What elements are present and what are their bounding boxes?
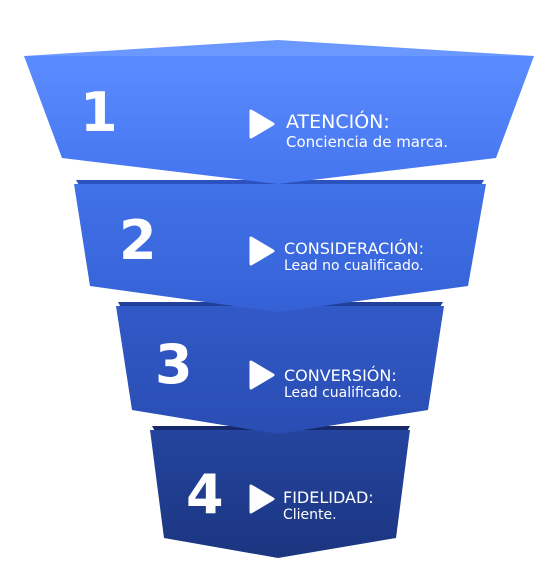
stage-4-title: FIDELIDAD: — [283, 488, 374, 507]
play-icon — [249, 360, 275, 390]
stage-2-label: CONSIDERACIÓN: Lead no cualificado. — [284, 239, 425, 275]
stage-2-subtitle: Lead no cualificado. — [284, 258, 424, 275]
funnel-stage-3 — [116, 306, 444, 434]
stage-4-label: FIDELIDAD: Cliente. — [283, 488, 374, 524]
stage-3-subtitle: Lead cualificado. — [284, 385, 402, 402]
funnel-stage-2 — [74, 184, 486, 312]
funnel-stage-1 — [24, 56, 534, 184]
play-icon — [249, 109, 275, 139]
stage-4-subtitle: Cliente. — [283, 507, 337, 524]
stage-4-number: 4 — [186, 463, 224, 526]
stage-3-title: CONVERSIÓN: — [284, 366, 397, 385]
play-icon — [249, 236, 275, 266]
funnel-stage-4 — [150, 430, 410, 558]
stage-1-subtitle: Conciencia de marca. — [286, 132, 449, 151]
stage-1-label: ATENCIÓN: Conciencia de marca. — [286, 111, 449, 151]
stage-1-title: ATENCIÓN: — [286, 111, 390, 133]
stage-3-label: CONVERSIÓN: Lead cualificado. — [284, 366, 402, 402]
stage-2-title: CONSIDERACIÓN: — [284, 239, 425, 258]
stage-2-number: 2 — [119, 209, 157, 272]
play-icon — [249, 484, 275, 514]
stage-1-number: 1 — [80, 81, 118, 144]
stage-3-number: 3 — [155, 333, 193, 396]
